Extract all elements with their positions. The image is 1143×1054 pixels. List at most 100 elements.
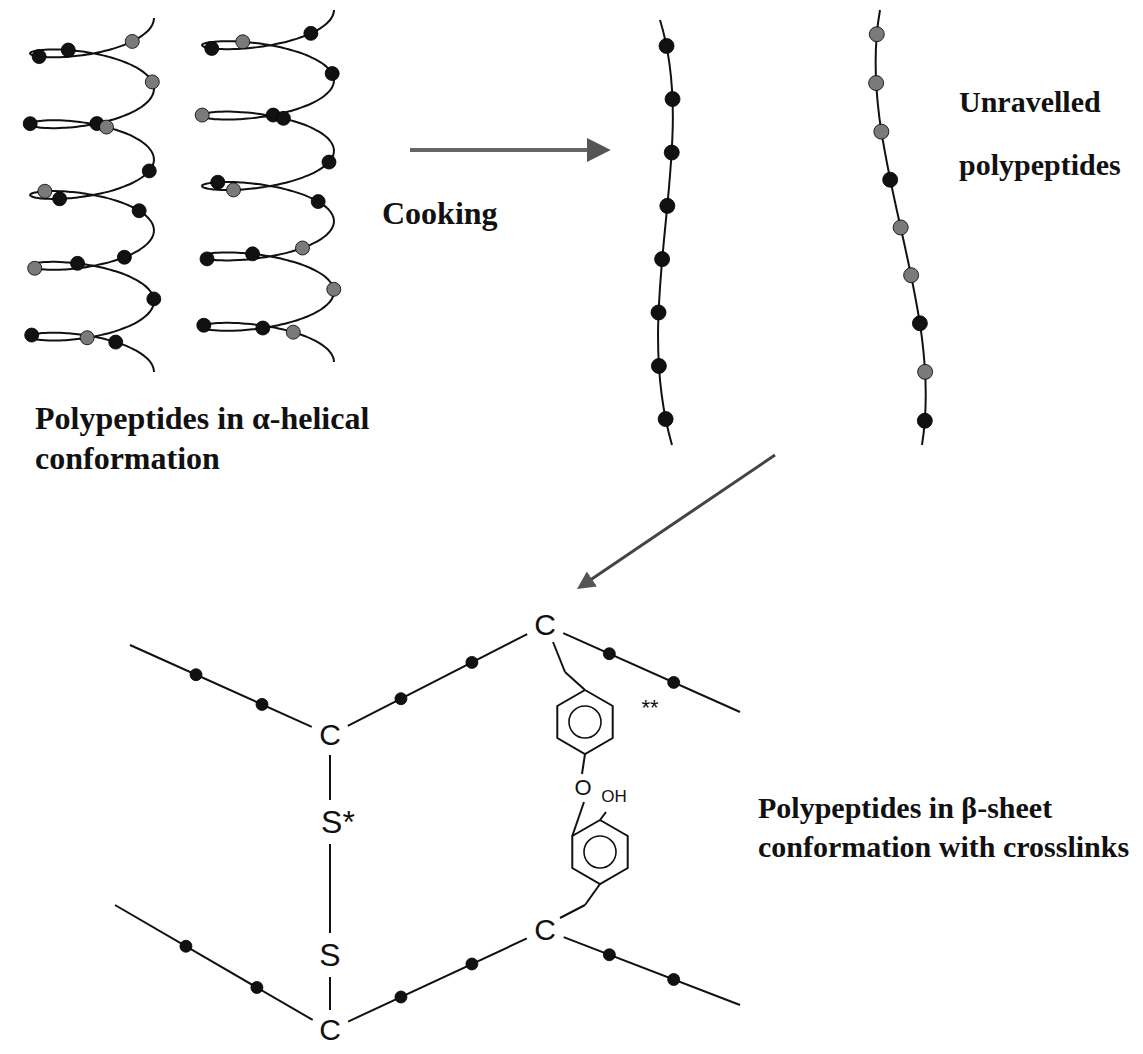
amino-acid-dot [322, 155, 336, 169]
amino-acid-dot [132, 204, 146, 218]
amino-acid-dot [251, 982, 263, 994]
process-arrow [580, 455, 775, 587]
atom-label: C [319, 720, 341, 750]
amino-acid-dot [660, 198, 675, 213]
amino-acid-dot [874, 124, 889, 139]
amino-acid-dot [304, 26, 318, 40]
amino-acid-dot [668, 676, 680, 688]
cooking-arrow [410, 148, 606, 152]
amino-acid-dot [286, 325, 300, 339]
amino-acid-dot [869, 27, 884, 42]
amino-acid-dot [147, 292, 161, 306]
amino-acid-dot [145, 75, 159, 89]
amino-acid-dot [23, 117, 37, 131]
amino-acid-dot [466, 958, 478, 970]
atom-label: S [319, 939, 340, 971]
stage-label: Polypeptides in β-sheet conformation wit… [758, 788, 1133, 866]
amino-acid-dot [205, 41, 219, 55]
amino-acid-dot [325, 67, 339, 81]
benzene-ring [557, 690, 612, 754]
atom-label: C [534, 610, 556, 640]
amino-acid-dot [142, 164, 156, 178]
side-chain-bond [553, 642, 565, 672]
amino-acid-dot [99, 120, 113, 134]
amino-acid-dot [311, 195, 325, 209]
amino-acid-dot [295, 241, 309, 255]
backbone-bond [130, 645, 312, 727]
aromatic-circle [569, 706, 601, 738]
amino-acid-dot [117, 250, 131, 264]
unravelled-chain [658, 20, 673, 445]
amino-acid-dot [197, 318, 211, 332]
amino-acid-dot [912, 316, 927, 331]
amino-acid-dot [904, 268, 919, 283]
amino-acid-dot [668, 974, 680, 986]
atom-label: C [534, 915, 556, 945]
amino-acid-dot [227, 183, 241, 197]
amino-acid-dot [327, 282, 341, 296]
amino-acid-dot [38, 184, 52, 198]
amino-acid-dot [466, 656, 478, 668]
hydroxyl-bond [600, 812, 606, 820]
side-chain-bond [565, 672, 585, 690]
amino-acid-dot [200, 252, 214, 266]
amino-acid-dot [125, 34, 139, 48]
stage-label: Unravelled polypeptides [959, 70, 1139, 196]
amino-acid-dot [246, 247, 260, 261]
atom-label: C [319, 1015, 341, 1045]
amino-acid-dot [256, 321, 270, 335]
amino-acid-dot [664, 145, 679, 160]
aromatic-circle [584, 836, 616, 868]
ether-bond [572, 802, 584, 836]
amino-acid-dot [61, 43, 75, 57]
amino-acid-dot [869, 76, 884, 91]
amino-acid-dot [603, 949, 615, 961]
backbone-bond [348, 634, 527, 726]
side-chain-bond [560, 905, 585, 918]
amino-acid-dot [918, 364, 933, 379]
amino-acid-dot [71, 256, 85, 270]
backbone-bond [564, 937, 740, 1005]
amino-acid-dot [658, 412, 673, 427]
helix-backbone [30, 18, 154, 372]
amino-acid-dot [25, 328, 39, 342]
amino-acid-dot [180, 940, 192, 952]
amino-acid-dot [651, 358, 666, 373]
amino-acid-dot [395, 991, 407, 1003]
atom-label: OH [601, 788, 627, 805]
amino-acid-dot [236, 35, 250, 49]
amino-acid-dot [893, 220, 908, 235]
backbone-bond [329, 977, 331, 1010]
side-chain-bond [585, 884, 600, 905]
amino-acid-dot [80, 331, 94, 345]
amino-acid-dot [651, 305, 666, 320]
backbone-bond [329, 755, 331, 800]
backbone-bond [348, 938, 527, 1021]
amino-acid-dot [395, 693, 407, 705]
stage-label: Polypeptides in α-helical conformation [35, 398, 475, 478]
backbone-bond [115, 905, 313, 1020]
atom-label: O [574, 777, 591, 799]
amino-acid-dot [28, 261, 42, 275]
amino-acid-dot [659, 38, 674, 53]
amino-acid-dot [32, 50, 46, 64]
amino-acid-dot [109, 335, 123, 349]
atom-label: S* [321, 806, 355, 838]
amino-acid-dot [190, 669, 202, 681]
ether-bond [582, 754, 585, 774]
benzene-ring [572, 820, 627, 884]
mark-label: ** [641, 697, 658, 719]
amino-acid-dot [655, 252, 670, 267]
backbone-bond [329, 844, 331, 933]
amino-acid-dot [256, 698, 268, 710]
amino-acid-dot [276, 111, 290, 125]
amino-acid-dot [211, 175, 225, 189]
amino-acid-dot [603, 648, 615, 660]
amino-acid-dot [665, 92, 680, 107]
unravelled-chain [876, 10, 926, 445]
amino-acid-dot [195, 108, 209, 122]
amino-acid-dot [883, 172, 898, 187]
amino-acid-dot [917, 413, 932, 428]
helix-backbone [202, 10, 334, 362]
